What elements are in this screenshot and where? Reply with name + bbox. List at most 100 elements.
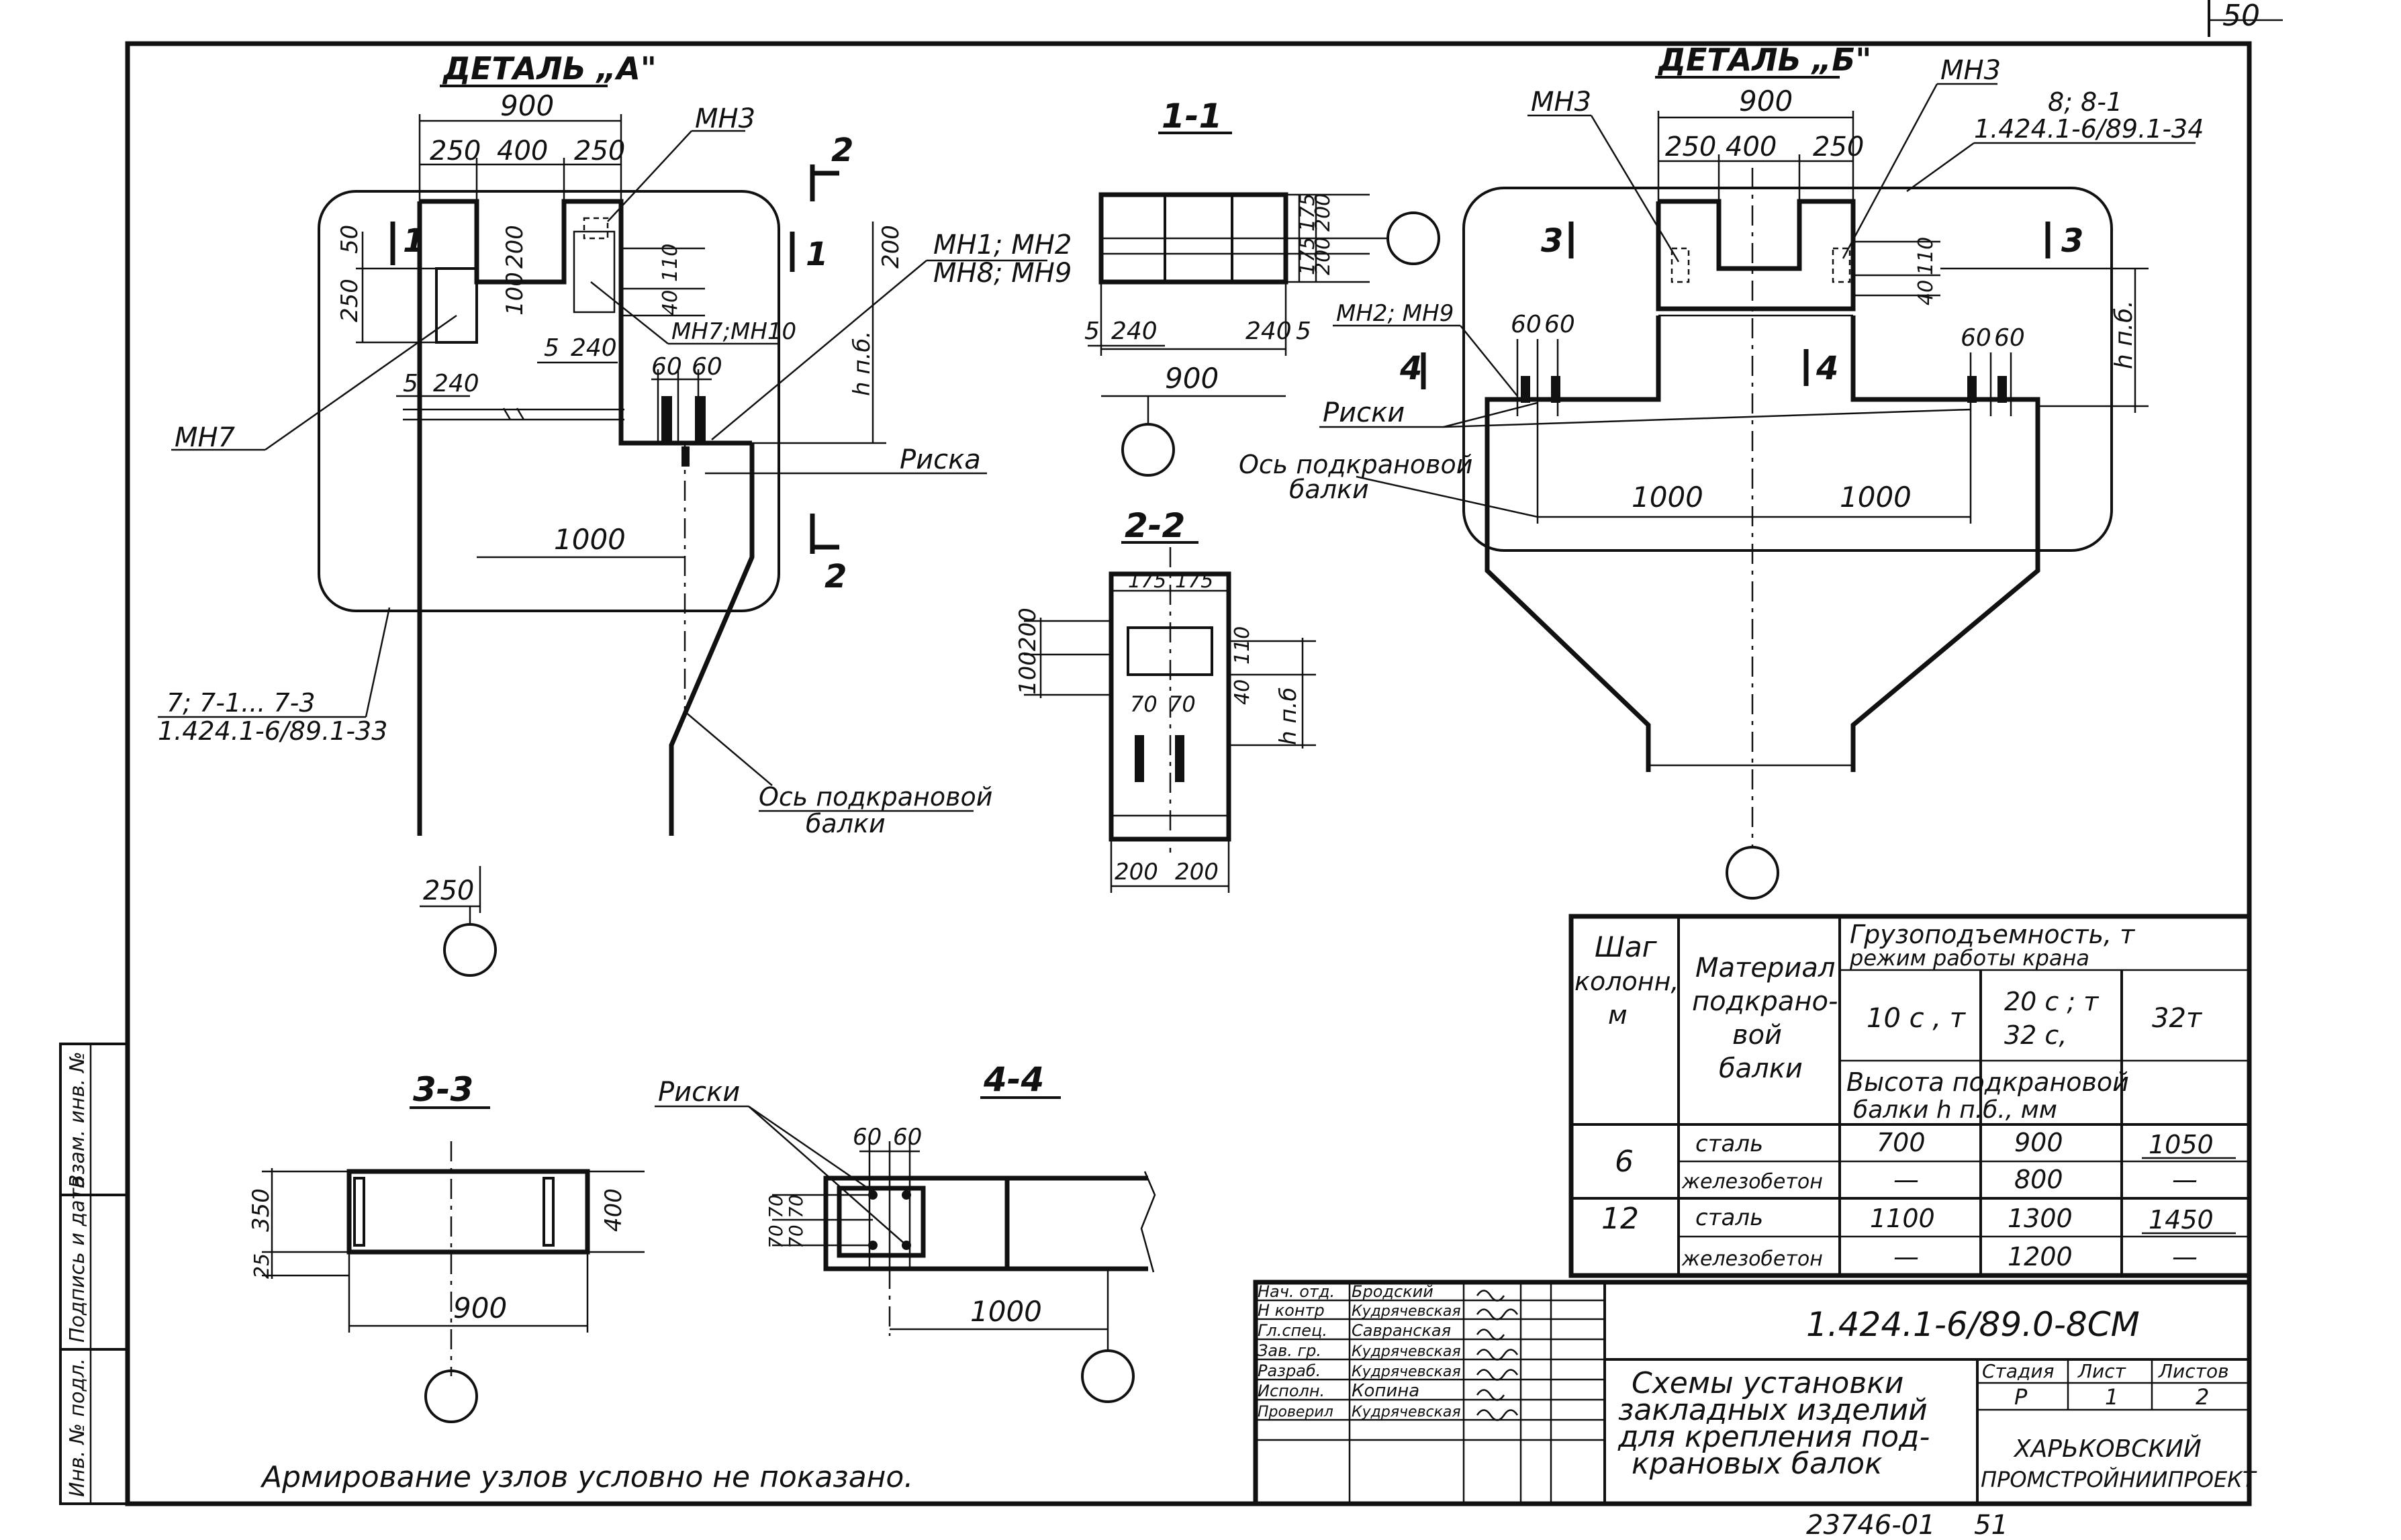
tb-name-4: Кудрячевская bbox=[1352, 1343, 1461, 1360]
table-row-3-v2: 1300 bbox=[2008, 1204, 2073, 1233]
table-row-2-v3: — bbox=[2172, 1165, 2198, 1194]
section-4-4-label-riski: Риски bbox=[658, 1077, 740, 1108]
sheet-number-corner: 50 bbox=[2208, 0, 2283, 37]
section-4-4-dim-70-b: 70 bbox=[785, 1194, 807, 1218]
detail-b-title: ДЕТАЛЬ „Б" bbox=[1657, 42, 1871, 78]
tb-sheet-header: Лист bbox=[2077, 1360, 2126, 1382]
tb-sheets-header: Листов bbox=[2158, 1360, 2229, 1382]
svg-text:4: 4 bbox=[1399, 350, 1422, 387]
table-header-step-2: колонн, bbox=[1574, 967, 1679, 996]
detail-a-label-mn8-mn9: МН8; МН9 bbox=[933, 258, 1072, 289]
table-row-2-v2: 800 bbox=[2014, 1165, 2063, 1194]
section-2-2-dim-200: 200 bbox=[1015, 608, 1041, 651]
table-header-material-2: подкрано- bbox=[1692, 986, 1838, 1017]
detail-b-dim-60-a: 60 bbox=[1511, 311, 1542, 338]
section-4-4-dim-60-a: 60 bbox=[853, 1124, 882, 1151]
section-3-3-dim-350: 350 bbox=[248, 1188, 275, 1232]
tb-name-3: Савранская bbox=[1352, 1321, 1451, 1340]
section-4-4-title: 4-4 bbox=[983, 1060, 1044, 1099]
section-2-2-dim-hpb: h п.б bbox=[1275, 687, 1302, 745]
tb-role-7: Проверил bbox=[1258, 1404, 1333, 1421]
detail-b-dim-1000-a: 1000 bbox=[1632, 481, 1703, 514]
detail-a-dim-hpb: h п.б. bbox=[849, 331, 876, 396]
detail-b-dim-60-b: 60 bbox=[1544, 311, 1575, 338]
section-1-1-dim-200-b: 200 bbox=[1311, 237, 1335, 275]
table-row-4-v1: — bbox=[1893, 1242, 1919, 1271]
section-2-2-dim-175-b: 175 bbox=[1175, 569, 1213, 593]
detail-a-dim-240-b: 240 bbox=[571, 334, 617, 362]
table-subheader-10c: 10 с , т bbox=[1867, 1003, 1967, 1034]
detail-a-axis-label-1: Ось подкрановой bbox=[759, 782, 992, 812]
tb-role-6: Исполн. bbox=[1258, 1382, 1325, 1400]
table-subheader-20c-1: 20 с ; т bbox=[2004, 987, 2100, 1016]
grid-axis-bubble-1-1-bottom bbox=[1121, 423, 1175, 477]
detail-b-dim-400: 400 bbox=[1726, 132, 1777, 162]
tb-role-3: Гл.спец. bbox=[1258, 1321, 1327, 1340]
table-subheader-20c-2: 32 с, bbox=[2004, 1020, 2067, 1050]
tb-title-line-4: крановых балок bbox=[1632, 1447, 1883, 1481]
detail-a-dim-250-left: 250 bbox=[430, 136, 481, 166]
tb-document-code: 1.424.1-6/89.0-8СМ bbox=[1806, 1305, 2140, 1344]
detail-a-label-riska: Риска bbox=[900, 444, 981, 475]
section-marker-2-top: 2 bbox=[810, 132, 853, 201]
table-row-3-step: 12 bbox=[1601, 1202, 1639, 1236]
section-2-2-dim-175-a: 175 bbox=[1128, 569, 1166, 593]
section-2-2-dim-110: 110 bbox=[1231, 626, 1254, 665]
table-row-1-v1: 700 bbox=[1877, 1128, 1926, 1157]
detail-a-dim-200-right: 200 bbox=[878, 225, 904, 269]
table-row-1-v2: 900 bbox=[2014, 1128, 2063, 1157]
detail-b-label-mn3-left: МН3 bbox=[1531, 87, 1591, 117]
detail-a-label-col-1: 7; 7-1... 7-3 bbox=[167, 688, 316, 718]
signature-marks bbox=[1476, 1290, 1519, 1421]
detail-a-dim-50-vert: 50 bbox=[336, 225, 363, 254]
detail-b-label-ref-1: 8; 8-1 bbox=[2048, 87, 2122, 117]
table-row-4-material: железобетон bbox=[1681, 1247, 1823, 1271]
section-4-4-dim-70-d: 70 bbox=[785, 1224, 807, 1249]
reinforcement-note: Армирование узлов условно не показано. bbox=[260, 1460, 913, 1494]
table-header-material-4: балки bbox=[1719, 1053, 1803, 1084]
section-2-2-dim-70-a: 70 bbox=[1130, 691, 1158, 717]
table-row-4-v2: 1200 bbox=[2008, 1242, 2073, 1271]
detail-a-label-mn3: МН3 bbox=[695, 103, 755, 134]
stamp-replace-label: Взам. инв. № bbox=[66, 1051, 89, 1188]
table-header-material-1: Материал bbox=[1695, 953, 1835, 983]
tb-name-2: Кудрячевская bbox=[1352, 1303, 1461, 1320]
tb-title-line-3: для крепления под- bbox=[1617, 1420, 1930, 1454]
svg-text:1: 1 bbox=[806, 236, 828, 273]
detail-a-dim-250-vert: 250 bbox=[336, 279, 363, 322]
grid-axis-bubble-b bbox=[1726, 846, 1779, 900]
detail-b-label-mn3-right: МН3 bbox=[1940, 55, 2001, 86]
svg-text:3: 3 bbox=[1541, 222, 1563, 260]
table-header-step-3: м bbox=[1608, 1000, 1628, 1030]
detail-b-dim-40: 40 bbox=[1914, 280, 1938, 305]
section-4-4: 4-4 Риски 60 60 70 70 70 70 1000 bbox=[655, 1060, 1156, 1403]
detail-b-dim-900: 900 bbox=[1739, 85, 1793, 117]
section-3-3-dim-400: 400 bbox=[600, 1188, 627, 1232]
section-1-1-dim-240-b: 240 bbox=[1245, 318, 1292, 345]
side-stamp: Инв. № подл. Подпись и дата Взам. инв. № bbox=[59, 1043, 129, 1505]
tb-role-2: Н контр bbox=[1258, 1301, 1325, 1320]
table-header-height-2: балки h п.б., мм bbox=[1853, 1096, 2057, 1124]
svg-text:4: 4 bbox=[1816, 350, 1838, 387]
tb-stage-value: Р bbox=[2014, 1384, 2028, 1410]
grid-axis-bubble-3-3 bbox=[424, 1369, 478, 1423]
detail-a-label-mn1-mn2: МН1; МН2 bbox=[933, 230, 1072, 260]
tb-role-5: Разраб. bbox=[1258, 1361, 1321, 1380]
archive-number: 23746-01 bbox=[1806, 1510, 1936, 1540]
detail-a-dim-1000: 1000 bbox=[554, 523, 626, 556]
table-row-3-v1: 1100 bbox=[1870, 1204, 1935, 1233]
section-3-3: 3-3 350 25 400 900 bbox=[248, 1070, 645, 1423]
table-header-capacity-2: режим работы крана bbox=[1849, 945, 2089, 971]
section-marker-4-right: 4 bbox=[1803, 349, 1838, 387]
detail-a-dim-900: 900 bbox=[500, 89, 554, 122]
detail-a-axis-label-2: балки bbox=[806, 809, 886, 838]
section-marker-2-bottom: 2 bbox=[810, 514, 847, 595]
section-marker-1-right: 1 bbox=[790, 232, 828, 273]
section-1-1-dim-175-a: 175 bbox=[1296, 193, 1319, 232]
grid-axis-bubble-a bbox=[443, 923, 497, 977]
detail-a: ДЕТАЛЬ „А" 900 250 400 250 bbox=[158, 50, 1072, 977]
svg-text:2: 2 bbox=[831, 132, 853, 169]
detail-a-dim-250-right: 250 bbox=[574, 136, 625, 166]
stamp-inv-label: Инв. № подл. bbox=[66, 1358, 89, 1497]
